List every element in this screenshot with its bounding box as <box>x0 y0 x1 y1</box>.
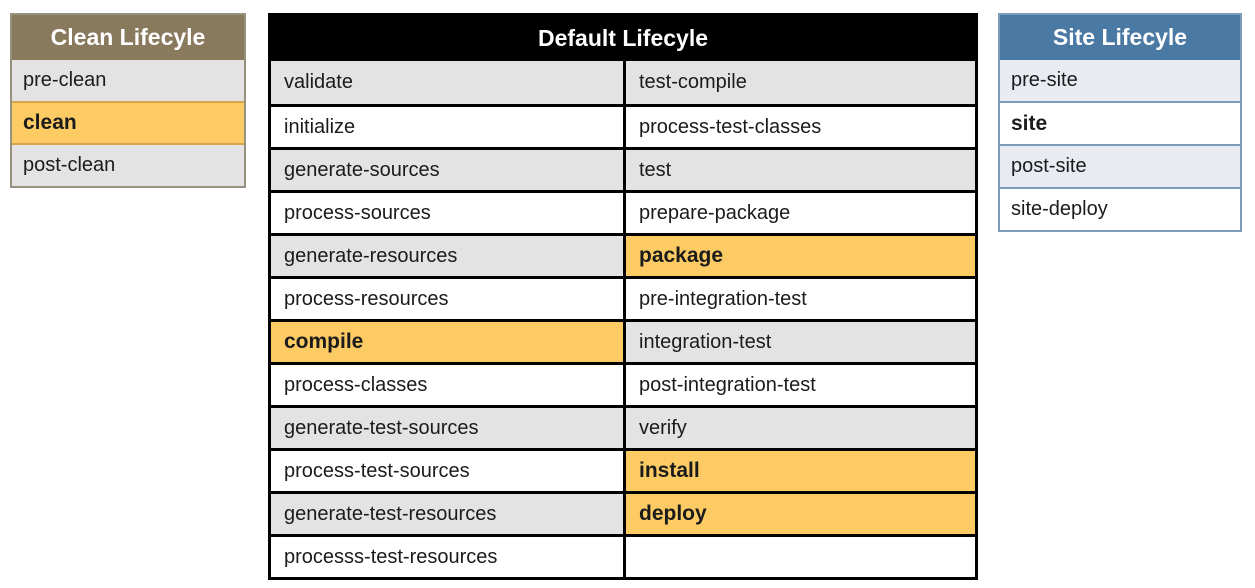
default-phase-cell-highlighted: install <box>623 448 975 491</box>
clean-lifecycle-table: Clean Lifecyle pre-clean clean post-clea… <box>10 13 246 188</box>
clean-lifecycle-title: Clean Lifecyle <box>12 15 244 60</box>
site-phase-row: site-deploy <box>1000 187 1240 230</box>
default-phase-cell: generate-sources <box>271 147 623 190</box>
default-phase-cell: processs-test-resources <box>271 534 623 577</box>
default-phase-cell: initialize <box>271 104 623 147</box>
default-phase-cell-highlighted: compile <box>271 319 623 362</box>
default-phase-cell: process-test-classes <box>623 104 975 147</box>
clean-phase-row-highlighted: clean <box>12 100 244 144</box>
default-phase-cell: post-integration-test <box>623 362 975 405</box>
default-phase-cell: test-compile <box>623 61 975 104</box>
default-phase-cell: verify <box>623 405 975 448</box>
default-lifecycle-title: Default Lifecyle <box>271 16 975 61</box>
default-phase-cell: generate-resources <box>271 233 623 276</box>
default-phase-cell-highlighted: deploy <box>623 491 975 534</box>
default-phase-cell-highlighted: package <box>623 233 975 276</box>
site-phase-row-bold: site <box>1000 101 1240 144</box>
site-lifecycle-table: Site Lifecyle pre-site site post-site si… <box>998 13 1242 232</box>
default-phase-cell: process-sources <box>271 190 623 233</box>
site-phase-row: pre-site <box>1000 60 1240 101</box>
site-phase-row: post-site <box>1000 144 1240 187</box>
default-phase-cell: generate-test-sources <box>271 405 623 448</box>
default-phase-cell-empty <box>623 534 975 577</box>
default-lifecycle-grid: validate initialize generate-sources pro… <box>271 61 975 577</box>
site-lifecycle-title: Site Lifecyle <box>1000 15 1240 60</box>
default-phase-cell: prepare-package <box>623 190 975 233</box>
default-phase-cell: generate-test-resources <box>271 491 623 534</box>
default-phase-cell: test <box>623 147 975 190</box>
clean-phase-row: post-clean <box>12 143 244 187</box>
clean-phase-row: pre-clean <box>12 60 244 101</box>
default-phase-cell: integration-test <box>623 319 975 362</box>
default-lifecycle-table: Default Lifecyle validate initialize gen… <box>268 13 978 580</box>
default-phase-cell: process-resources <box>271 276 623 319</box>
default-phase-cell: validate <box>271 61 623 104</box>
default-phase-cell: process-classes <box>271 362 623 405</box>
default-phase-cell: pre-integration-test <box>623 276 975 319</box>
default-phase-cell: process-test-sources <box>271 448 623 491</box>
